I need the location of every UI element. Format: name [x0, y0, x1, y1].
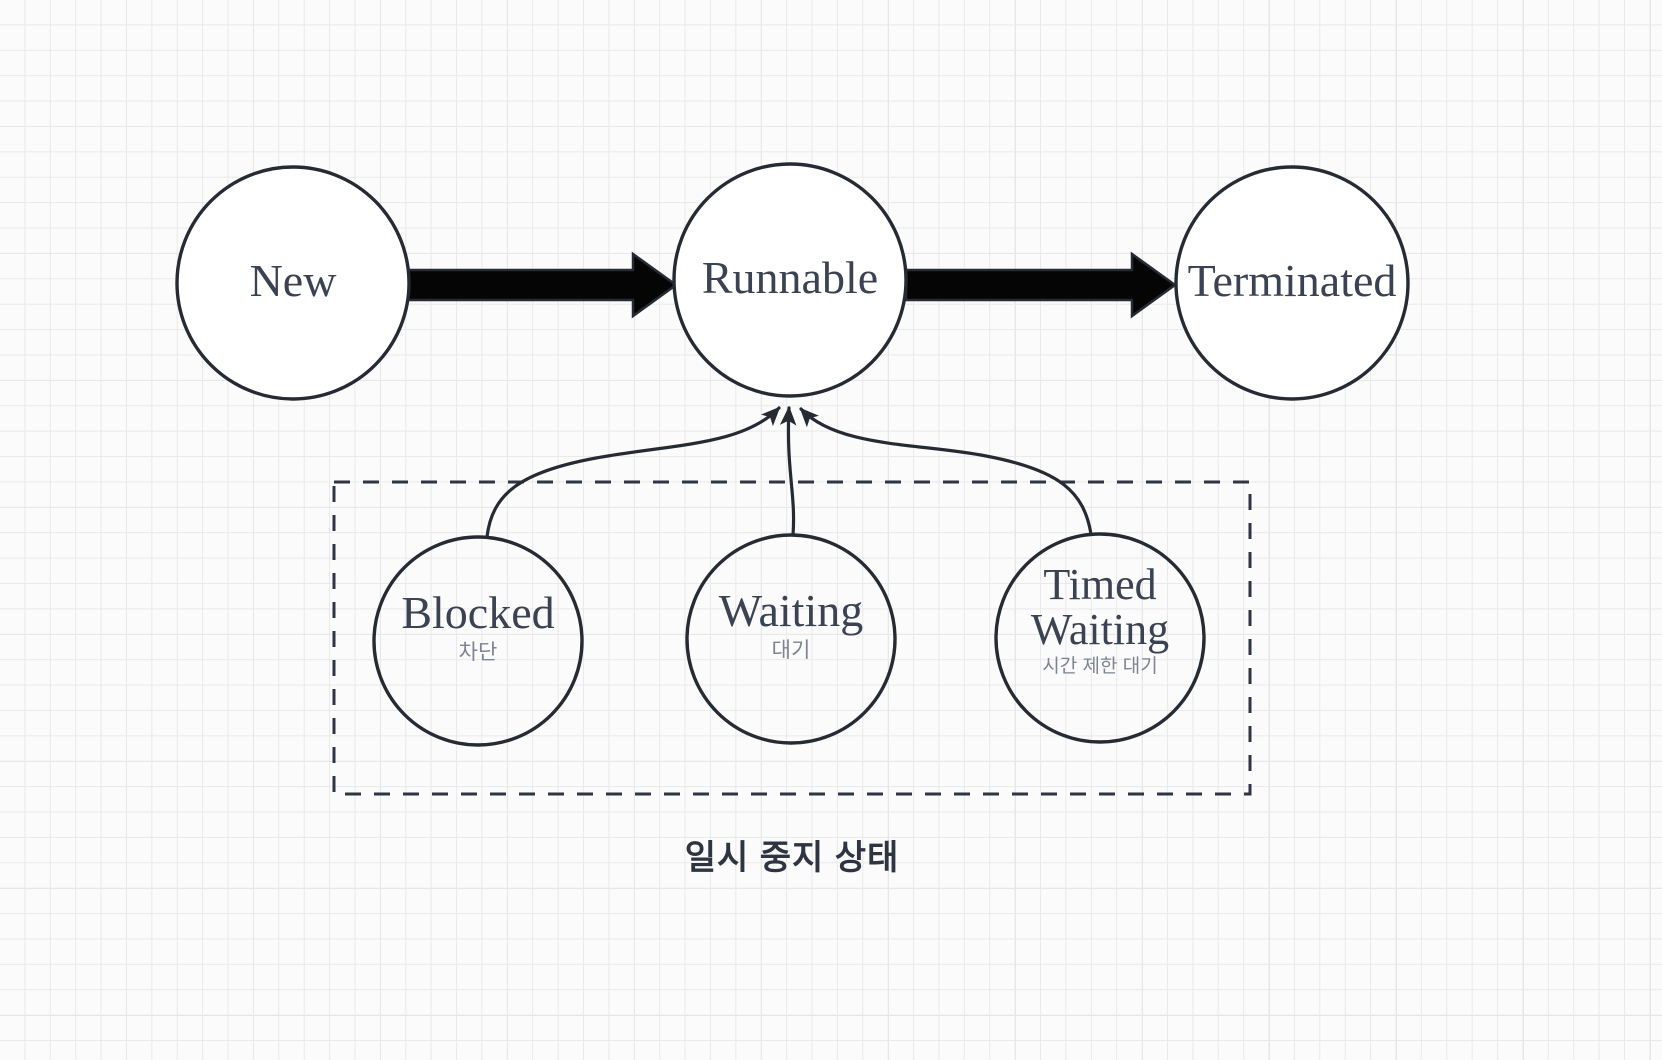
suspended-states-caption: 일시 중지 상태	[684, 839, 900, 877]
edge-waiting-to-runnable	[779, 406, 797, 537]
suspended-states-group-box	[332, 480, 1252, 796]
node-new-circle[interactable]	[175, 165, 411, 401]
edge-blocked-to-runnable	[485, 406, 781, 539]
edge-timed-waiting-to-runnable	[799, 407, 1093, 536]
edge-new-to-runnable	[406, 251, 679, 319]
edge-runnable-to-terminated	[904, 251, 1178, 319]
node-terminated-circle[interactable]	[1174, 165, 1410, 401]
node-runnable-circle[interactable]	[672, 162, 908, 398]
node-timed-waiting-circle[interactable]	[994, 532, 1206, 744]
node-blocked-circle[interactable]	[372, 535, 584, 747]
node-waiting-circle[interactable]	[685, 533, 897, 745]
